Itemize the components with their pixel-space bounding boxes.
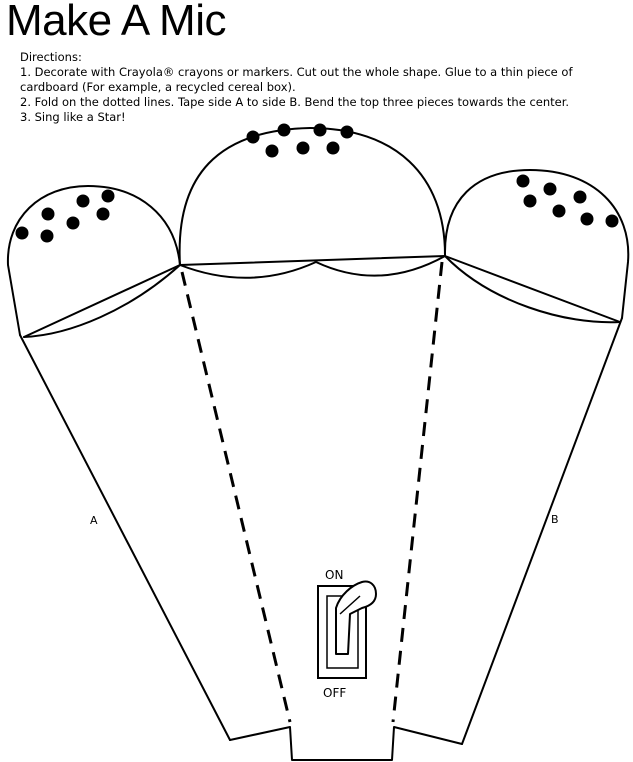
direction-step-3: 3. Sing like a Star!: [20, 110, 126, 124]
directions-block: Directions: 1. Decorate with Crayola® cr…: [20, 50, 625, 125]
direction-step-2: 2. Fold on the dotted lines. Tape side A…: [20, 95, 570, 109]
switch-toggle-lever: [335, 580, 377, 655]
left-band-line: [23, 264, 181, 338]
left-bulb-dots: [15, 189, 115, 243]
left-bulb-outline: [6, 185, 181, 336]
directions-heading: Directions:: [20, 50, 82, 64]
left-panel-edge: [19, 334, 231, 741]
side-a-label: A: [90, 514, 98, 527]
switch-lever-mark: [339, 595, 361, 615]
side-b-label: B: [551, 513, 559, 526]
left-band-arc: [23, 264, 181, 338]
direction-step-1-line-2: cardboard (For example, a recycled cerea…: [20, 80, 296, 94]
switch-on-label: ON: [325, 568, 343, 582]
switch-plate-outer: [317, 585, 367, 679]
left-fold-line: [180, 271, 292, 723]
on-off-switch: ON OFF: [317, 568, 377, 700]
center-dome-dots: [246, 123, 354, 158]
center-dome-outline: [178, 127, 446, 266]
right-panel-edge: [461, 317, 623, 745]
center-band-line: [179, 255, 446, 266]
right-bulb-dots: [516, 174, 619, 228]
direction-step-1-line-1: 1. Decorate with Crayola® crayons or mar…: [20, 65, 573, 79]
band-scallops: [179, 255, 446, 279]
right-fold-line: [391, 261, 444, 723]
right-bulb-outline: [443, 169, 630, 319]
right-band-arc: [444, 255, 621, 324]
bottom-edge: [229, 726, 463, 761]
page-title: Make A Mic: [6, 0, 226, 45]
right-band-line: [444, 255, 621, 323]
switch-off-label: OFF: [323, 686, 346, 700]
